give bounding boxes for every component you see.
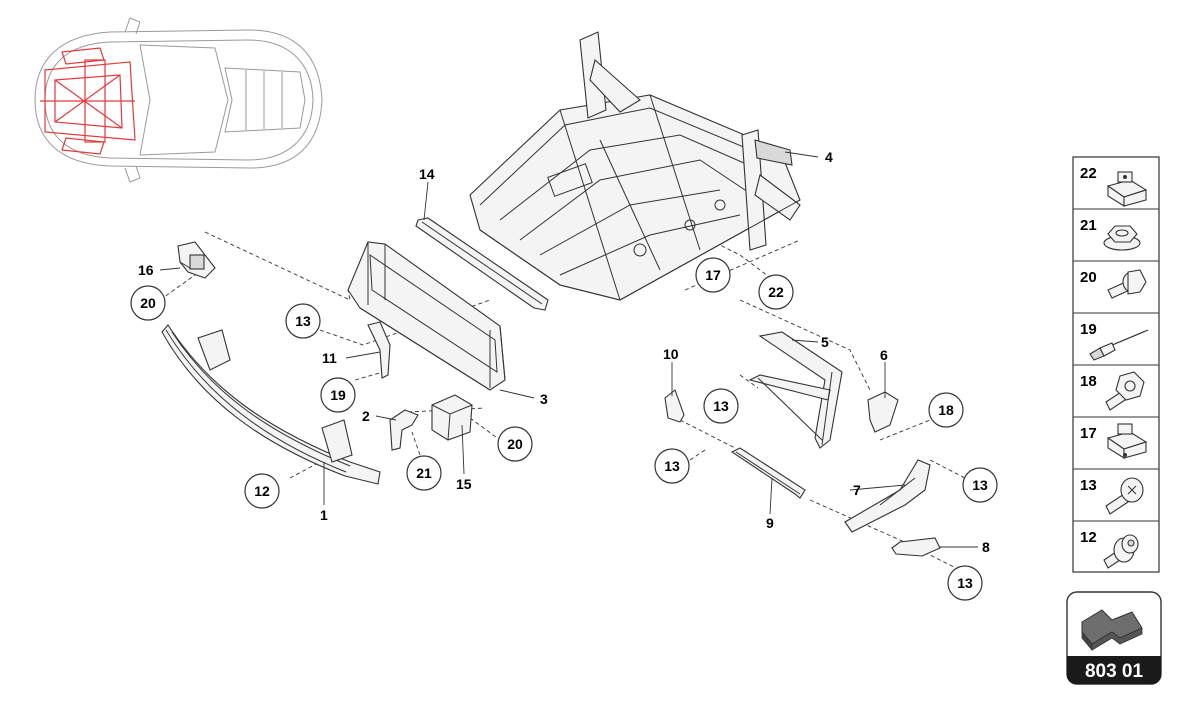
svg-text:17: 17 [705,267,721,283]
reference-badge: 803 01 [1066,591,1162,685]
callout-18: 18 [928,392,964,428]
arrow-direction-icon [1081,609,1143,652]
flange-bolt-icon [1107,269,1147,299]
front-subframe-assembly [469,31,801,301]
svg-text:18: 18 [938,402,954,418]
callout-13: 13 [654,448,690,484]
callout-13: 13 [703,388,739,424]
part-labels: 14 16 11 2 1 15 3 4 5 6 10 7 9 8 [138,149,990,555]
legend-row-17: 17 [1080,423,1148,459]
washer-screw-icon [1103,534,1139,569]
callout-13: 13 [962,467,998,503]
rivet-icon [1089,329,1149,361]
legend-row-22: 22 [1080,165,1148,207]
svg-text:13: 13 [957,575,973,591]
legend-row-20: 20 [1080,269,1147,299]
svg-text:19: 19 [1080,321,1097,338]
hex-bolt-icon [1105,371,1145,411]
svg-text:13: 13 [972,477,988,493]
svg-text:22: 22 [768,284,784,300]
svg-text:12: 12 [1080,529,1097,546]
label-part-4: 4 [825,149,833,165]
reference-code: 803 01 [1085,661,1144,682]
torx-screw-icon [1105,477,1144,515]
label-part-11: 11 [322,350,337,366]
assembly-guide-lines [159,229,966,571]
legend-row-18: 18 [1080,371,1145,411]
clip-nut-icon [1106,423,1148,459]
callout-19: 19 [320,377,356,413]
legend-row-13: 13 [1080,477,1144,515]
callout-21: 21 [406,455,442,491]
callout-12: 12 [244,473,280,509]
callout-20: 20 [130,285,166,321]
svg-text:21: 21 [1080,217,1097,234]
label-part-6: 6 [880,347,888,363]
fastener-legend: 22 21 20 [1072,156,1160,573]
callout-17: 17 [695,257,731,293]
flange-nut-icon [1103,225,1141,251]
cross-strip [415,217,549,311]
svg-text:13: 13 [295,313,311,329]
highlighted-frame-area [40,47,136,155]
callout-13: 13 [947,565,983,601]
legend-row-12: 12 [1080,529,1139,569]
car-locator-thumbnail [34,17,323,183]
leader-lines [159,151,978,548]
callout-13: 13 [285,303,321,339]
callouts: 20 13 19 12 21 20 17 22 [130,257,998,601]
label-part-8: 8 [982,539,990,555]
label-part-3: 3 [540,391,548,407]
svg-text:19: 19 [330,387,346,403]
svg-text:22: 22 [1080,165,1097,182]
legend-row-21: 21 [1080,217,1141,251]
legend-row-19: 19 [1080,321,1149,361]
svg-text:20: 20 [140,295,156,311]
label-part-15: 15 [456,476,472,492]
small-bracket [389,409,419,451]
svg-text:20: 20 [1080,269,1097,286]
label-part-1: 1 [320,507,328,523]
label-part-7: 7 [853,482,861,498]
svg-text:17: 17 [1080,425,1097,442]
callout-22: 22 [758,274,794,310]
callout-20: 20 [497,426,533,462]
svg-text:13: 13 [1080,477,1097,494]
strut-bracket [367,321,391,379]
svg-text:21: 21 [416,465,432,481]
label-part-10: 10 [663,346,679,362]
front-bumper-beam [161,324,381,485]
label-part-5: 5 [821,334,829,350]
label-part-16: 16 [138,262,154,278]
triangular-brace [748,331,843,449]
end-bracket [891,537,941,557]
mount [177,241,216,279]
angle-bracket [664,389,685,423]
mounting-bracket [867,391,899,433]
svg-text:20: 20 [507,436,523,452]
svg-text:18: 18 [1080,373,1097,390]
svg-text:13: 13 [664,458,680,474]
box-bracket [431,394,473,441]
support-bar [730,447,806,499]
clip-nut-icon [1106,171,1148,207]
label-part-2: 2 [362,408,370,424]
svg-text:12: 12 [254,483,270,499]
label-part-14: 14 [419,166,435,182]
label-part-9: 9 [766,515,774,531]
svg-text:13: 13 [713,398,729,414]
front-cross-frame [347,241,506,391]
